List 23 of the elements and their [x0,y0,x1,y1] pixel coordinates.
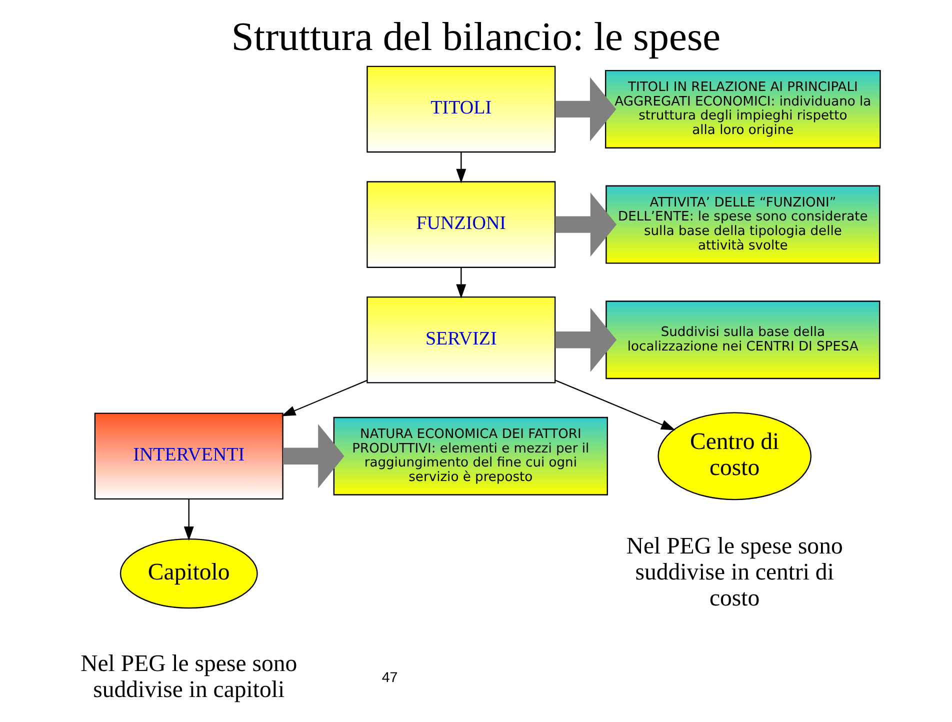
label: 47 [382,670,398,686]
node-box: TITOLI IN RELAZIONE AI PRINCIPALI AGGREGATI ECONOMICI: individuano la struttura degli impieghi rispetto alla loro origine [605,70,881,148]
node-label: Nel PEG le spese sono suddivise in capitoli [80,651,298,704]
arrow [456,267,466,299]
arrow [555,308,617,372]
node-box: INTERVENTI [94,412,284,500]
node-box: NATURA ECONOMICA DEI FATTORI PRODUTTIVI: elementi e mezzi per il raggiungimento del fine cui ogni servizio è preposto [333,416,608,496]
arrow [281,380,368,416]
arrow [282,424,344,488]
arrow [555,380,676,430]
node-box: FUNZIONI [366,181,556,268]
node-box: Suddivisi sulla base della localizzazione nei CENTRI DI SPESA [606,300,880,380]
arrow [555,192,617,257]
node-box: ATTIVITA’ DELLE “FUNZIONI” DELL’ENTE: le spese sono considerate sulla base della tipologia delle attività svolte [606,185,880,264]
node-box: SERVIZI [366,296,556,384]
node-ellipse: Centro di costo [658,412,812,500]
node-label: Nel PEG le spese sono suddivise in centri di costo [626,533,843,612]
arrow [555,77,616,142]
arrow [456,152,466,184]
diagram-title: Struttura del bilancio: le spese [231,14,721,60]
arrow [184,499,194,541]
node-ellipse: Capitolo [120,538,258,609]
node-box: TITOLI [366,66,556,153]
